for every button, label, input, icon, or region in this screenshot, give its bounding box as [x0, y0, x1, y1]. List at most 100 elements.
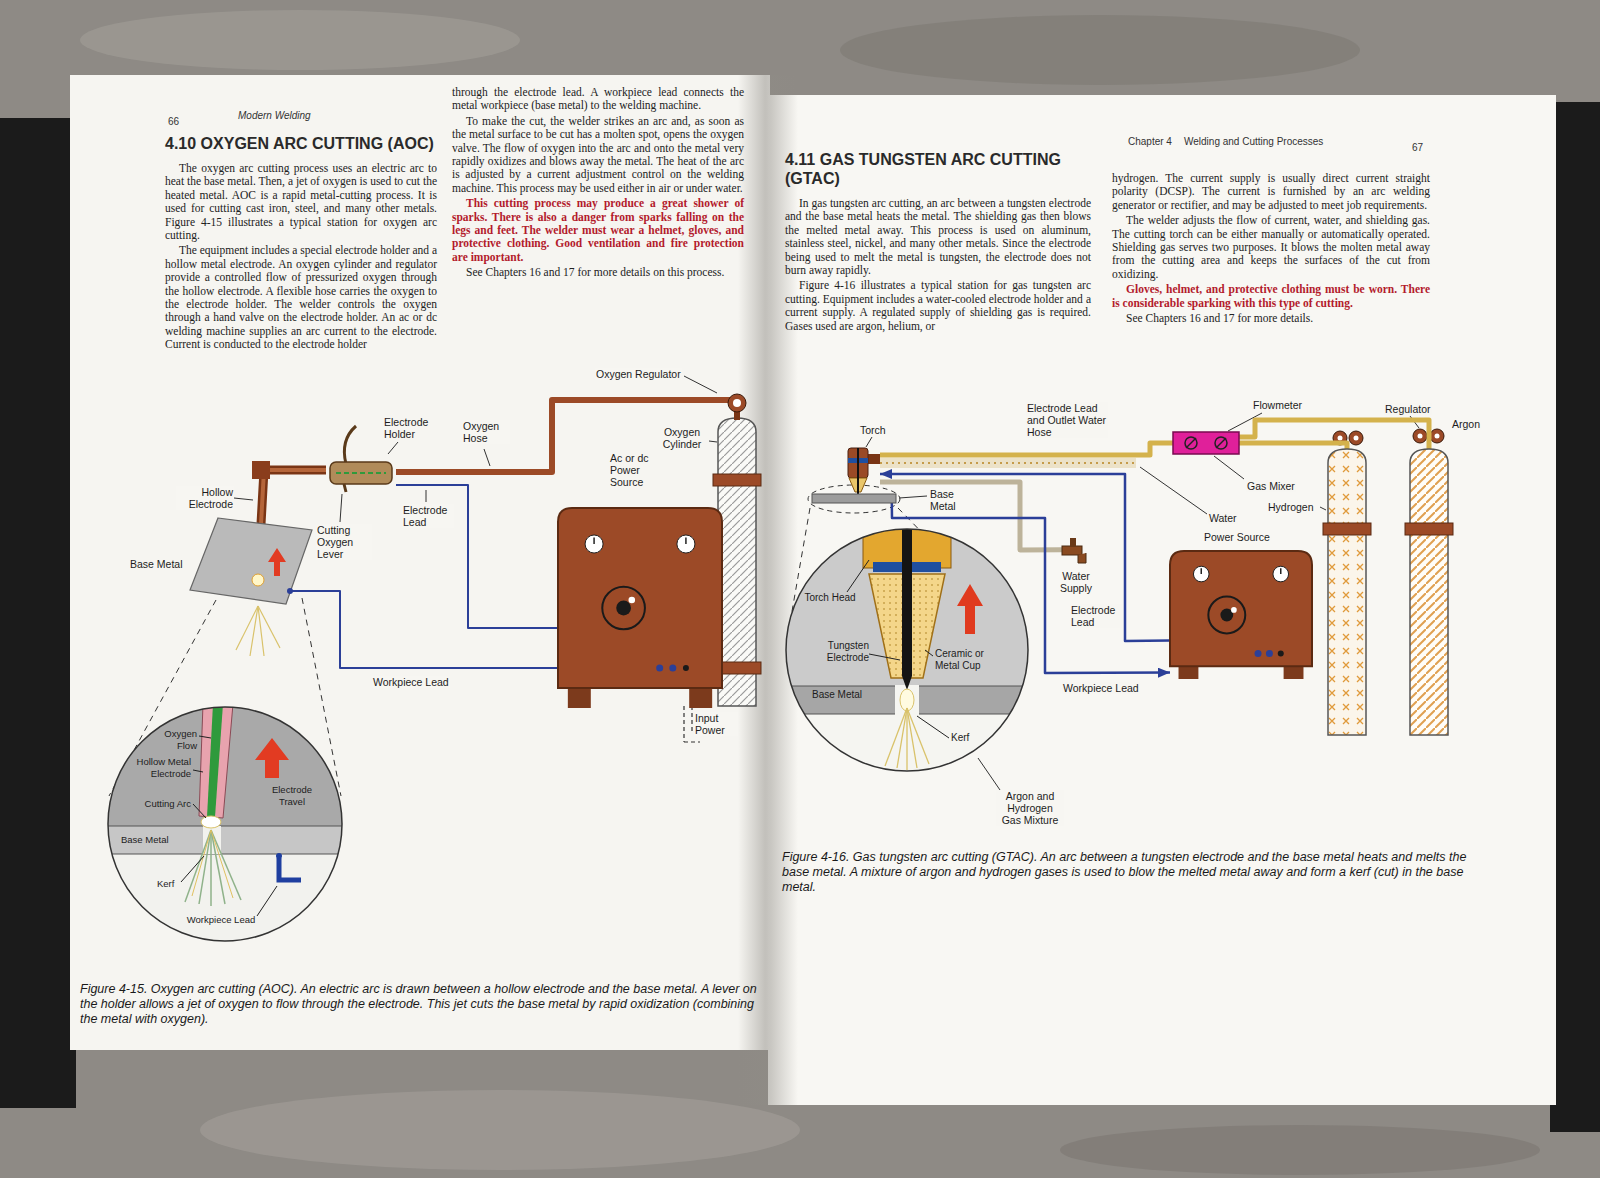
detail-circle-part-part-part [193, 804, 206, 818]
section-heading: 4.11 GAS TUNGSTEN ARC CUTTING (GTAC) [785, 150, 1091, 188]
gtac-illustration-part [1413, 429, 1427, 443]
base-metal-plate-part [287, 588, 293, 594]
water-faucet-part [1078, 553, 1086, 563]
power-source-drawing-part [656, 665, 663, 672]
power-source-drawing-part [1255, 650, 1262, 657]
flowmeter-drawing-part [1173, 432, 1239, 454]
detail-circle-part [108, 707, 342, 941]
safety-warning: This cutting process may produce a great… [452, 197, 744, 264]
detail-circle-part-part [255, 738, 289, 778]
detail-circle-part-part [276, 853, 282, 859]
node-label: Base Metal [930, 488, 980, 512]
power-source-drawing-part [1193, 566, 1209, 582]
flowmeter-drawing-part [1186, 438, 1196, 448]
node-label: Oxygen Flow [153, 728, 197, 752]
detail-circle-part [785, 526, 1029, 772]
detail-circle-part-part-part [199, 736, 211, 738]
part-label: Gas Mixer [1246, 480, 1296, 492]
power-source-drawing-part [1280, 568, 1282, 574]
base-metal-plate-part [812, 494, 896, 503]
connector [312, 591, 558, 668]
node-label: Argon [1452, 418, 1480, 430]
connector-label: Oxygen Hose [462, 420, 510, 444]
gtac-illustration-part [866, 437, 872, 447]
flowmeter-drawing-part [1185, 437, 1197, 449]
node-label: Oxygen Cylinder [654, 426, 710, 450]
gtac-illustration-part [1435, 434, 1440, 439]
detail-circle-part-part-part [210, 830, 212, 906]
connector [396, 400, 716, 472]
gas-cylinder: Hydrogen [1326, 449, 1368, 737]
gas-cylinder-part [713, 474, 761, 486]
connector-label: Electrode Lead [1070, 604, 1122, 628]
electrode-holder: Electrode Holder [326, 456, 396, 490]
power-source-drawing [1170, 551, 1312, 679]
base-metal-plate [190, 518, 312, 604]
node-label: Base Metal [121, 834, 169, 846]
pages [70, 75, 1556, 1105]
page-number: 66 [168, 116, 179, 128]
stone-floor-part [80, 10, 520, 70]
gtac-illustration-part [1338, 436, 1343, 441]
aoc-illustration-part [340, 494, 342, 522]
text-column: 4.10 OXYGEN ARC CUTTING (AOC)The oxygen … [165, 134, 437, 354]
body-paragraph: See Chapters 16 and 17 for more details … [452, 266, 744, 279]
gtac-illustration-part [880, 458, 1136, 468]
detail-circle-part-part [201, 816, 221, 828]
part-label: Regulator [1384, 403, 1432, 415]
node-label: Base Metal [809, 689, 865, 701]
gas-cylinder-part [1328, 449, 1366, 735]
aoc-illustration-part [484, 449, 490, 466]
detail-circle-part-part [902, 676, 912, 690]
detail-circle-part-part [107, 854, 343, 855]
power-source-drawing-part [593, 537, 595, 544]
node-label: Ac or dc Power Source [610, 452, 672, 488]
node-label: Cutting Arc [125, 798, 191, 810]
detail-circle-part [107, 704, 343, 942]
aoc-illustration-part-part [258, 606, 280, 648]
node-label: Water Supply [1050, 570, 1102, 594]
running-head: Chapter 4 [1128, 136, 1172, 148]
base-metal-plate-part [268, 548, 286, 576]
gas-cylinder-part [1323, 523, 1371, 535]
gtac-illustration-part [1349, 431, 1363, 445]
detail-circle-part-part [199, 704, 233, 818]
body-paragraph: Figure 4-16 illustrates a typical statio… [785, 279, 1091, 333]
detail-circle-part-part [107, 826, 343, 854]
water-faucet-part [1070, 538, 1076, 546]
power-source-drawing-part [683, 665, 689, 671]
detail-circle-part-part-part [869, 654, 900, 660]
detail-circle-part-part-part [906, 708, 907, 770]
aoc-illustration-part [236, 606, 280, 656]
power-source-drawing-part [685, 537, 687, 544]
figure-caption: Figure 4-15. Oxygen arc cutting (AOC). A… [80, 982, 760, 1027]
part-label: Electrode Lead and Outlet Water Hose [1026, 402, 1108, 438]
node-label: Kerf [157, 878, 174, 890]
gtac-illustration-part [899, 496, 927, 498]
base-metal-plate: Base Metal [812, 494, 896, 503]
detail-circle [107, 706, 343, 942]
gtac-illustration-part [880, 462, 1136, 464]
water-faucet: Water Supply [1062, 538, 1088, 564]
aoc-illustration-part [709, 441, 717, 442]
gtac-illustration-part [1214, 456, 1244, 479]
power-source-drawing-part [602, 587, 645, 630]
power-source: Ac or dc Power Source [558, 508, 722, 708]
part-label: Hollow Electrode [176, 486, 234, 510]
power-source-drawing-part [1278, 650, 1284, 656]
electrode-holder-drawing-part [330, 462, 392, 484]
detail-circle-part-part-part [211, 830, 241, 900]
detail-circle-part-part-part [885, 708, 907, 766]
stone-floor-part [840, 15, 1360, 85]
body-paragraph: through the electrode lead. A workpiece … [452, 86, 744, 113]
node-label: Ceramic or Metal Cup [935, 648, 1009, 672]
aoc-illustration-part-part [258, 606, 264, 656]
node-label: Torch [860, 424, 886, 436]
base-metal-plate: Base Metal [190, 518, 312, 604]
gtac-illustration-part [1354, 436, 1359, 441]
detail-circle-part-part [107, 854, 343, 942]
cutting-torch-part [857, 448, 859, 494]
gtac-illustration-part [1320, 507, 1326, 510]
